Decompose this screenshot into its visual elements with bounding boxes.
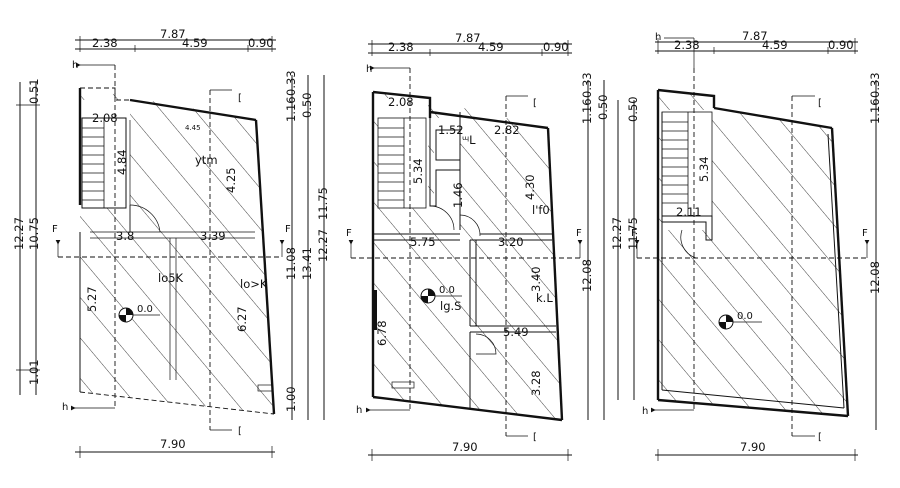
dim-seg-3: 0.90	[543, 40, 569, 54]
inner-dim: 3.28	[529, 370, 543, 396]
section-marker: [	[533, 98, 537, 109]
right-dim: 12.08	[580, 259, 594, 292]
inner-dim: 2.08	[388, 95, 414, 109]
left-dim: 12.27	[610, 217, 624, 250]
inner-dim: 5.49	[503, 325, 529, 339]
level-symbol: 0.0	[118, 304, 160, 323]
room-label: lo>K	[240, 277, 268, 291]
section-marker: [	[238, 426, 242, 437]
plan-1: 7.87 2.38 4.59 0.90	[12, 27, 330, 458]
dim-seg-3: 0.90	[828, 38, 854, 52]
plan-2: 7.87 2.38 4.59 0.90	[346, 31, 610, 461]
top-dimensions: 7.87 2.38 4.59 0.90	[75, 27, 276, 52]
section-marker: F	[862, 228, 868, 239]
dim-overall-bottom: 7.90	[452, 440, 478, 454]
stair	[82, 118, 105, 208]
level-value: 0.0	[737, 311, 753, 322]
inner-dim: 5.75	[410, 235, 436, 249]
inner-dim: 4.25	[224, 167, 238, 193]
inner-dim: 1.52	[438, 123, 464, 137]
top-dimensions: 7.87 2.38 4.59 0.90	[655, 29, 858, 54]
section-marker: F	[576, 228, 582, 239]
dim-seg-1: 2.38	[388, 40, 414, 54]
inner-dim: 6.27	[235, 306, 249, 332]
right-dim: 0.33	[580, 72, 594, 98]
section-marker: [	[238, 93, 242, 104]
room-label: lo5K	[158, 271, 184, 285]
dim-seg-2: 4.59	[762, 38, 788, 52]
inner-dim: 3.40	[529, 266, 543, 292]
inner-dim: 2.08	[92, 111, 118, 125]
right-dim: 12.08	[868, 261, 882, 294]
dim-seg-2: 4.59	[478, 40, 504, 54]
inner-dim: 5.34	[411, 158, 425, 184]
right-dim: 0.50	[300, 92, 314, 118]
right-dim: 0.33	[284, 70, 298, 96]
section-marker: h	[62, 402, 68, 413]
inner-dim: 4.84	[115, 149, 129, 175]
left-dim: 12.27	[12, 217, 26, 250]
dim-seg-3: 0.90	[248, 36, 274, 50]
room-label: ᶭL	[462, 133, 476, 147]
right-dim: 0.50	[626, 96, 640, 122]
inner-dim: 1.46	[451, 182, 465, 208]
dim-overall-bottom: 7.90	[160, 437, 186, 451]
plan-3: 7.87 2.38 4.59 0.90	[610, 29, 882, 461]
section-marker: F	[346, 228, 352, 239]
right-dim: 1.16	[284, 96, 298, 122]
room-label: lg.S	[440, 299, 461, 313]
right-dim: 1.00	[284, 386, 298, 412]
room-label: k.L	[536, 291, 553, 305]
level-symbol: 0.0	[718, 311, 762, 330]
section-marker: F	[52, 224, 58, 235]
right-dim: 0.50	[596, 94, 610, 120]
dim-overall-bottom: 7.90	[740, 440, 766, 454]
dim-overall-top: 7.87	[160, 27, 186, 41]
stair	[377, 117, 427, 209]
left-dim: 11.75	[626, 217, 640, 250]
right-dim: 11.08	[284, 247, 298, 280]
inner-dim: 6.78	[375, 320, 389, 346]
room-label: l'f0	[532, 203, 550, 217]
section-marker: [	[533, 432, 537, 443]
inner-dim: 2.82	[494, 123, 520, 137]
inner-dim: 5.34	[697, 156, 711, 182]
inner-dim: 3.8	[116, 229, 134, 243]
inner-dim: 4.30	[523, 174, 537, 200]
section-marker: [	[818, 98, 822, 109]
left-dim: 1.01	[27, 359, 41, 385]
level-value: 0.0	[439, 285, 455, 296]
right-dim: 1.16	[868, 98, 882, 124]
left-dim: 0.51	[27, 78, 41, 104]
inner-dim: 5.27	[85, 286, 99, 312]
section-marker: F	[285, 224, 291, 235]
right-dim: 12.27	[316, 229, 330, 262]
level-value: 0.0	[137, 304, 153, 315]
room-label: ytm	[195, 153, 218, 167]
right-dim: 11.75	[316, 187, 330, 220]
section-marker: h	[642, 406, 648, 417]
inner-dim: 3.20	[498, 235, 524, 249]
inner-dim: 3.39	[200, 229, 226, 243]
section-marker: h	[366, 64, 372, 75]
right-dim: 0.33	[868, 72, 882, 98]
dim-seg-1: 2.38	[92, 36, 118, 50]
level-symbol: 0.0	[420, 285, 462, 304]
section-marker: [	[818, 432, 822, 443]
dim-seg-1: 2.38	[674, 38, 700, 52]
dim-overall-top: 7.87	[742, 29, 768, 43]
inner-dim: 4.45	[185, 124, 201, 132]
right-dim: 13.41	[300, 247, 314, 280]
section-marker: h	[655, 32, 661, 43]
section-marker: h	[72, 60, 78, 71]
left-dim: 10.75	[27, 217, 41, 250]
right-dim: 1.16	[580, 98, 594, 124]
section-marker: h	[356, 405, 362, 416]
dim-overall-top: 7.87	[455, 31, 481, 45]
top-dimensions: 7.87 2.38 4.59 0.90	[368, 31, 572, 56]
dim-seg-2: 4.59	[182, 36, 208, 50]
inner-dim: 2.11	[676, 205, 702, 219]
